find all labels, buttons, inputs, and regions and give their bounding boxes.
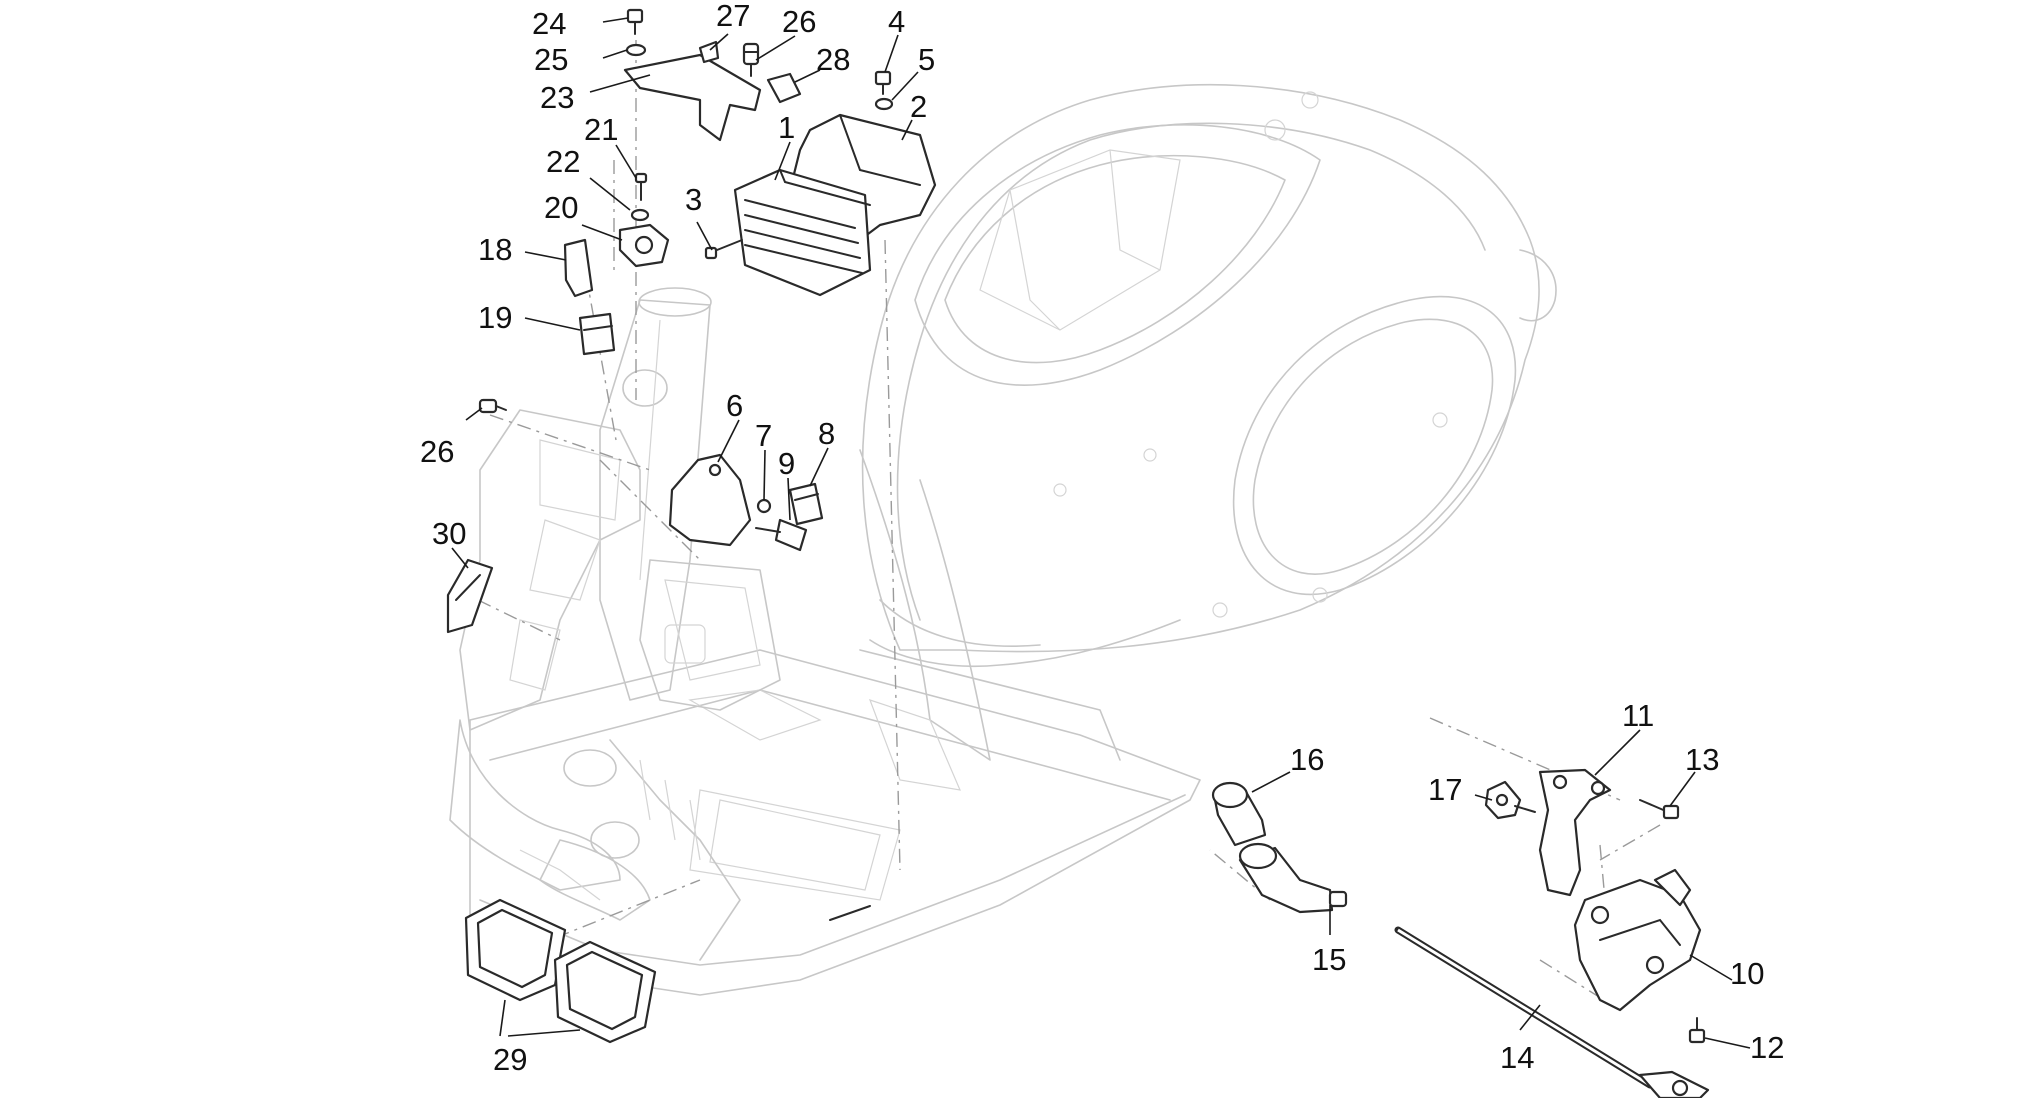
part-bushing-16: [1211, 781, 1267, 847]
callout-28: 28: [816, 42, 850, 77]
callout-16: 16: [1290, 742, 1324, 777]
callout-30: 30: [432, 516, 466, 551]
callout-17: 17: [1428, 772, 1462, 807]
callout-8: 8: [818, 416, 835, 451]
part-rod-14: [1394, 926, 1710, 1098]
part-clip-28: [766, 72, 802, 104]
part-housing-10: [1573, 868, 1702, 1012]
part-bracket-11: [1538, 768, 1612, 897]
leader-lines: [451, 17, 1751, 1049]
callout-11: 11: [1622, 698, 1654, 733]
callout-10: 10: [1730, 956, 1764, 991]
callout-7: 7: [755, 418, 772, 453]
part-washer-25: [625, 43, 647, 57]
part-pin: [829, 905, 871, 921]
callout-labels: 1 2 3 4 5 6 7 8 9 10 11 12 13 14 15 16 1…: [420, 0, 1784, 1077]
part-bolt-4: [874, 70, 892, 95]
callout-21: 21: [584, 112, 618, 147]
callout-1: 1: [778, 110, 795, 145]
part-badge-30: [446, 558, 494, 634]
part-pivot-15: [1238, 842, 1348, 914]
callout-3: 3: [685, 182, 702, 217]
callout-12: 12: [1750, 1030, 1784, 1065]
part-screw-21: [634, 172, 648, 201]
scooter-frame-ghost: [449, 83, 1557, 996]
part-grille-29-right: [553, 940, 657, 1044]
part-bolt-12: [1688, 1017, 1706, 1044]
callout-22: 22: [546, 144, 580, 179]
part-bracket-6: [668, 453, 752, 547]
part-sensor-26-top: [742, 42, 760, 77]
callout-26-top: 26: [782, 4, 816, 39]
part-washer-7: [756, 498, 772, 514]
callout-20: 20: [544, 190, 578, 225]
part-bracket-23: [623, 53, 762, 142]
part-sensor-17: [1484, 780, 1536, 820]
callout-18: 18: [478, 232, 512, 267]
part-connector-9: [755, 518, 808, 552]
callout-19: 19: [478, 300, 512, 335]
assembly-lines: [474, 40, 1661, 1011]
part-rubber-19: [578, 312, 616, 356]
callout-27: 27: [716, 0, 750, 33]
callout-15: 15: [1312, 942, 1346, 977]
callout-26-side: 26: [420, 434, 454, 469]
callout-14: 14: [1500, 1040, 1534, 1075]
callout-25: 25: [534, 42, 568, 77]
callout-5: 5: [918, 42, 935, 77]
part-washer-5: [874, 97, 894, 111]
part-bracket-20: [618, 223, 670, 268]
part-regulator-1: [733, 168, 872, 297]
part-screw-3: [704, 239, 743, 260]
callout-9: 9: [778, 446, 795, 481]
part-washer-22: [630, 208, 650, 222]
part-rubber-18: [563, 238, 594, 298]
part-bolt-13: [1639, 799, 1680, 820]
callout-2: 2: [910, 89, 927, 124]
part-sensor-26-side: [478, 398, 507, 414]
callout-23: 23: [540, 80, 574, 115]
callout-6: 6: [726, 388, 743, 423]
part-grille-29-left: [464, 898, 567, 1002]
callout-4: 4: [888, 4, 905, 39]
callout-29: 29: [493, 1042, 527, 1077]
part-bolt-24: [626, 8, 644, 35]
part-relay-8: [788, 482, 824, 526]
parts: [446, 8, 1710, 1098]
callout-24: 24: [532, 6, 566, 41]
callout-13: 13: [1685, 742, 1719, 777]
